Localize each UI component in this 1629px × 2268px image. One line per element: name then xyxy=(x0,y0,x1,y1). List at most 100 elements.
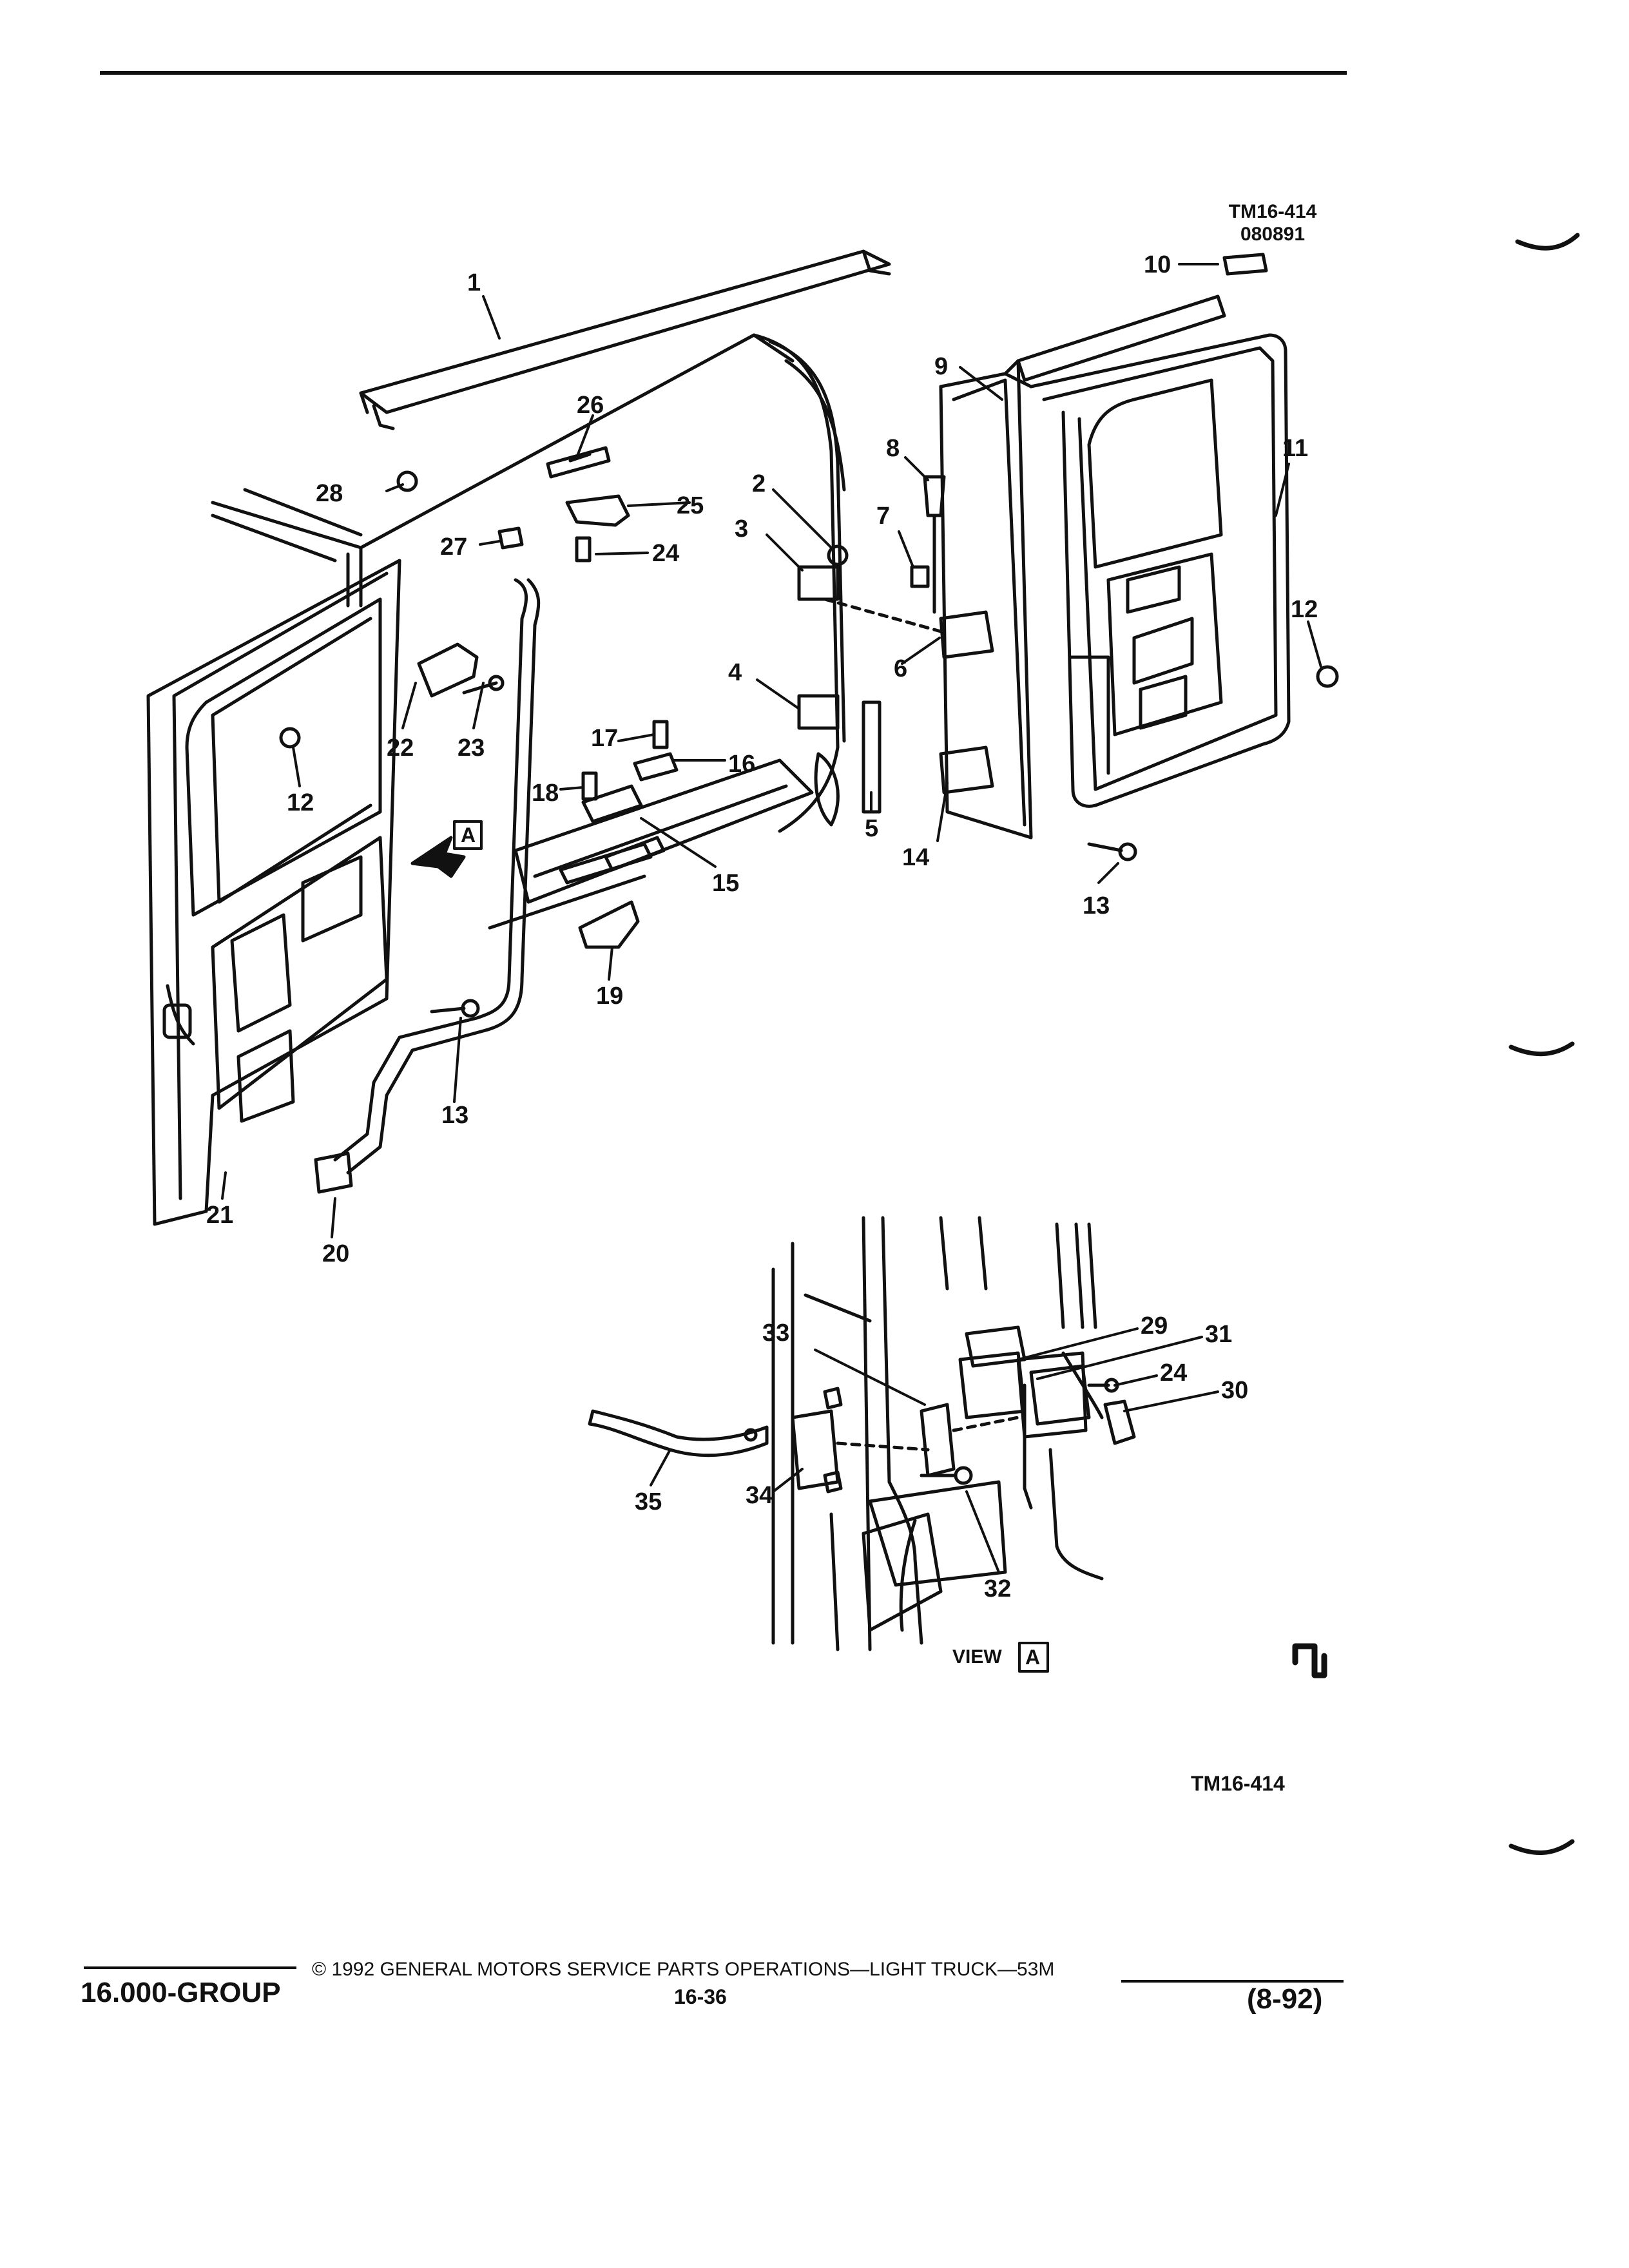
part-26-handle xyxy=(546,446,611,479)
part-9-right-door xyxy=(939,294,1226,840)
callout-20: 20 xyxy=(322,1240,350,1267)
callout-10: 10 xyxy=(1144,251,1171,278)
callout-14: 14 xyxy=(902,844,930,871)
part-17-bolt xyxy=(652,720,669,749)
detail-hinge-mount xyxy=(862,1325,1027,1632)
part-34-hinge xyxy=(791,1409,840,1490)
callout-31: 31 xyxy=(1205,1321,1233,1348)
part-10-clip xyxy=(1222,253,1268,276)
callout-34: 34 xyxy=(746,1482,773,1509)
callout-13-right: 13 xyxy=(1083,892,1110,919)
callout-15: 15 xyxy=(712,870,740,897)
callout-30: 30 xyxy=(1221,1377,1249,1404)
callout-4: 4 xyxy=(728,659,742,686)
exploded-view-drawing xyxy=(146,249,1339,1238)
part-12-left-bumper xyxy=(279,727,301,749)
callout-21: 21 xyxy=(206,1202,234,1229)
top-rule xyxy=(100,71,1347,75)
left-door-seal xyxy=(333,578,528,1162)
view-caption-box xyxy=(1018,1642,1049,1673)
part-30-bracket xyxy=(1103,1399,1136,1445)
part-18-bolt xyxy=(581,771,598,801)
part-15-plate xyxy=(581,784,643,823)
part-22-striker xyxy=(417,642,479,698)
callout-7: 7 xyxy=(876,503,891,530)
callout-28: 28 xyxy=(316,480,343,507)
callout-1: 1 xyxy=(467,269,481,296)
callout-33: 33 xyxy=(762,1320,790,1347)
callout-29: 29 xyxy=(1141,1312,1168,1340)
callout-3: 3 xyxy=(735,515,749,543)
part-8-pin xyxy=(923,475,946,517)
detail-pillar-lines xyxy=(771,1216,1104,1651)
part-35-strap xyxy=(588,1409,769,1457)
view-a-arrow-icon xyxy=(410,836,466,878)
callout-25: 25 xyxy=(677,492,704,519)
part-31-hinge-body xyxy=(1029,1364,1091,1426)
part-7-clip xyxy=(910,565,930,588)
callout-17: 17 xyxy=(591,725,619,752)
part-12-right-bumper xyxy=(1316,665,1339,688)
view-caption-marker: A xyxy=(1025,1646,1041,1669)
part-16-plate xyxy=(633,752,679,782)
cu-symbol-icon xyxy=(1292,1643,1327,1678)
part-27-clip xyxy=(497,526,524,550)
van-body-lines xyxy=(211,333,846,930)
callout-12-left: 12 xyxy=(287,789,314,816)
callout-16: 16 xyxy=(728,751,756,778)
part-21-left-door xyxy=(146,559,401,1226)
view-a-marker-box xyxy=(453,820,483,850)
callout-5: 5 xyxy=(865,815,879,842)
part-31-hinge-half xyxy=(1016,1351,1088,1439)
part-33-check xyxy=(920,1403,956,1477)
view-caption-label: VIEW xyxy=(952,1646,1002,1667)
part-5-bar xyxy=(862,700,882,814)
footer-rule-left xyxy=(84,1966,296,1969)
footer-page-number: 16-36 xyxy=(674,1985,727,2008)
figure-ref-code: TM16-414 xyxy=(1228,201,1317,222)
part-20-strap xyxy=(314,1151,353,1194)
figure-ref-date: 080891 xyxy=(1240,224,1306,245)
callout-22: 22 xyxy=(387,735,414,762)
callout-23: 23 xyxy=(458,735,485,762)
part-4-hinge xyxy=(797,694,840,730)
detail-leader-lines xyxy=(650,1327,1219,1573)
detail-view-drawing xyxy=(588,1216,1327,1678)
callout-32: 32 xyxy=(984,1575,1012,1602)
part-6-hinge xyxy=(939,610,994,659)
callout-12-right: 12 xyxy=(1291,596,1318,623)
callout-9: 9 xyxy=(934,353,949,380)
callout-19: 19 xyxy=(596,983,624,1010)
footer-copyright: © 1992 GENERAL MOTORS SERVICE PARTS OPER… xyxy=(312,1959,1055,1980)
callout-35: 35 xyxy=(635,1488,662,1515)
part-19-bracket xyxy=(578,900,640,949)
leader-lines xyxy=(221,263,1322,1238)
callout-6: 6 xyxy=(894,655,908,682)
view-a-marker: A xyxy=(461,823,476,847)
part-13-right-bolt xyxy=(1087,842,1123,852)
callout-26: 26 xyxy=(577,392,604,419)
callout-24: 24 xyxy=(652,540,680,567)
part-28-bumper xyxy=(396,470,418,492)
footer-rule-right xyxy=(1121,1980,1344,1983)
footer-group: 16.000-GROUP xyxy=(81,1977,281,2008)
callout-27: 27 xyxy=(440,533,468,561)
figure-id: TM16-414 xyxy=(1191,1772,1285,1795)
part-2-bolt xyxy=(827,544,849,566)
part-14-hinge xyxy=(939,745,994,794)
part-3-hinge xyxy=(797,565,840,601)
part-25-bracket xyxy=(565,494,630,527)
callout-2: 2 xyxy=(752,470,766,497)
callout-8: 8 xyxy=(886,435,900,462)
callout-24-detail: 24 xyxy=(1160,1360,1188,1387)
part-29-plate xyxy=(958,1351,1027,1419)
part-1-roof-rail xyxy=(359,249,891,430)
callout-11: 11 xyxy=(1282,435,1309,462)
callout-13-left: 13 xyxy=(441,1102,469,1129)
part-13-left-bolt xyxy=(430,1006,466,1014)
callout-18: 18 xyxy=(532,780,559,807)
footer-revision: (8-92) xyxy=(1247,1983,1323,2015)
part-24-bolt xyxy=(575,536,592,562)
part-11-right-door-frame xyxy=(1029,333,1291,808)
